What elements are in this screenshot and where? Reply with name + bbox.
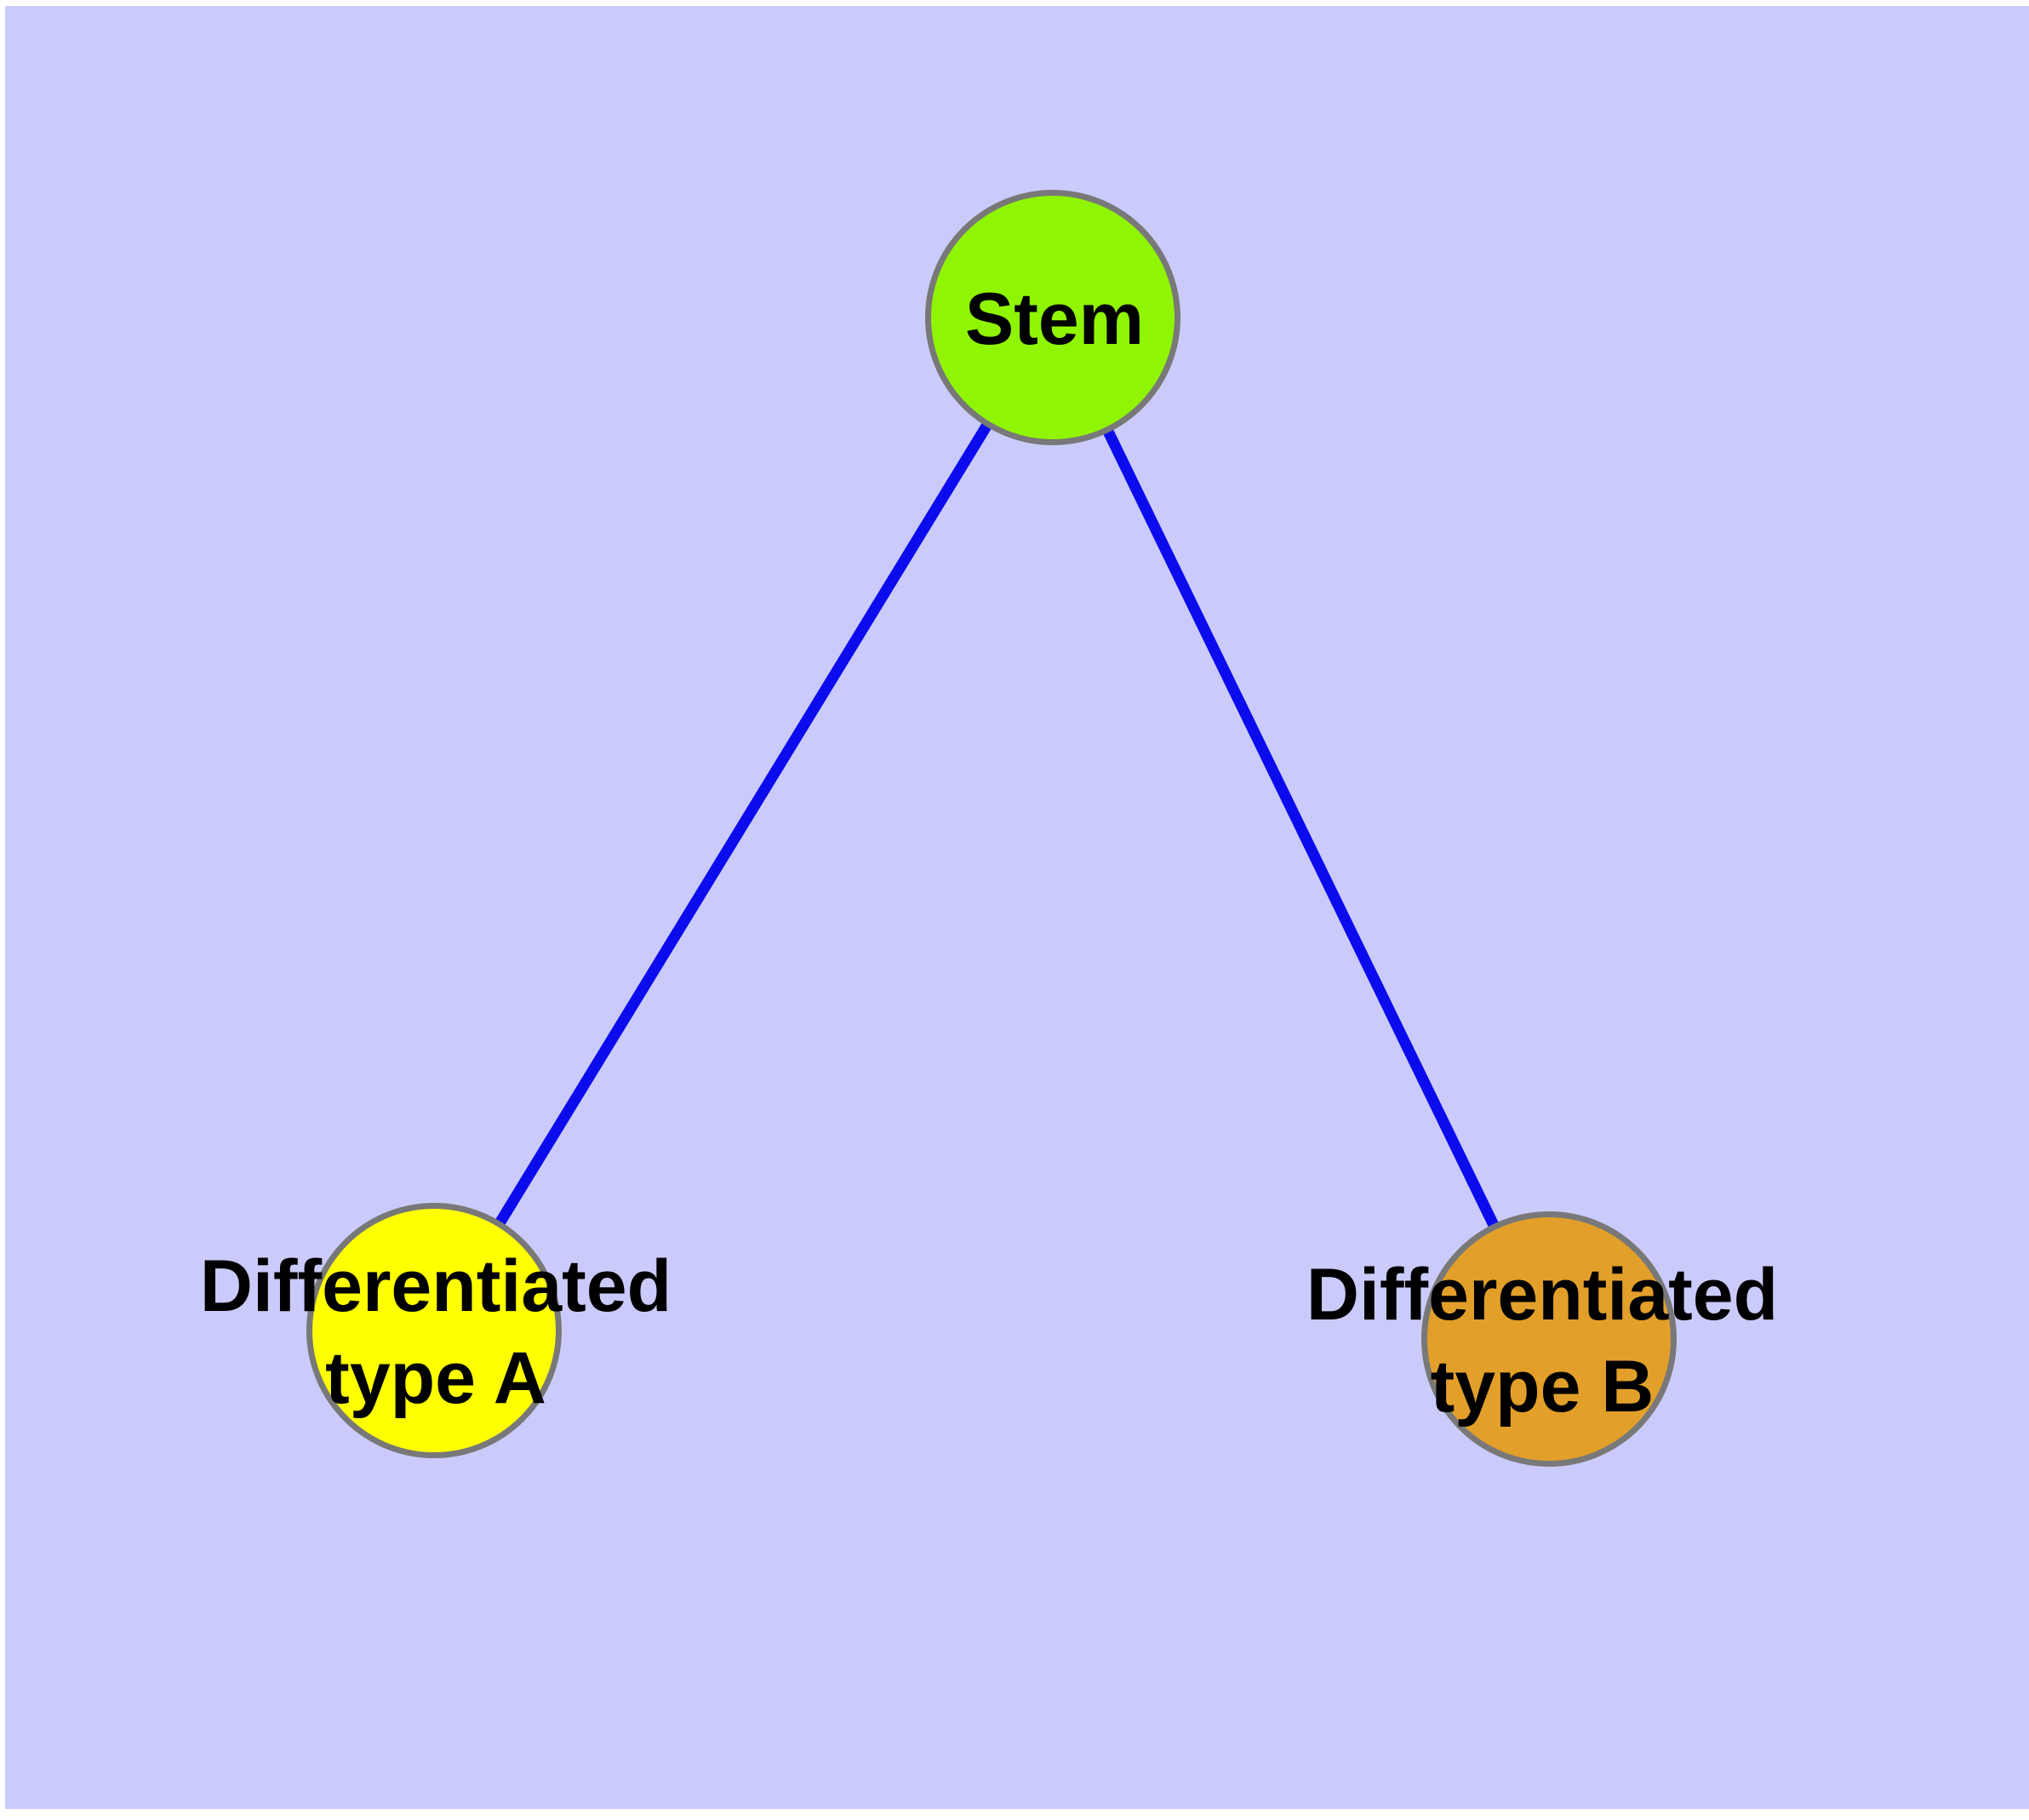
node-type-b-label-line1: Differentiated (1306, 1254, 1779, 1336)
node-type-b-label: Differentiated type B (1306, 1249, 1778, 1433)
node-stem-label: Stem (964, 278, 1145, 360)
node-type-a-label-line2: type A (325, 1337, 546, 1419)
node-type-b-label-line2: type B (1430, 1346, 1655, 1428)
node-stem (925, 190, 1180, 445)
node-type-a-label-line1: Differentiated (199, 1245, 672, 1327)
node-differentiated-type-a (306, 1203, 562, 1458)
edge-stem-to-type-a (429, 314, 1058, 1334)
edge-stem-to-type-b (1048, 315, 1554, 1342)
node-type-a-label: Differentiated type A (200, 1240, 672, 1424)
node-differentiated-type-b (1421, 1211, 1677, 1467)
